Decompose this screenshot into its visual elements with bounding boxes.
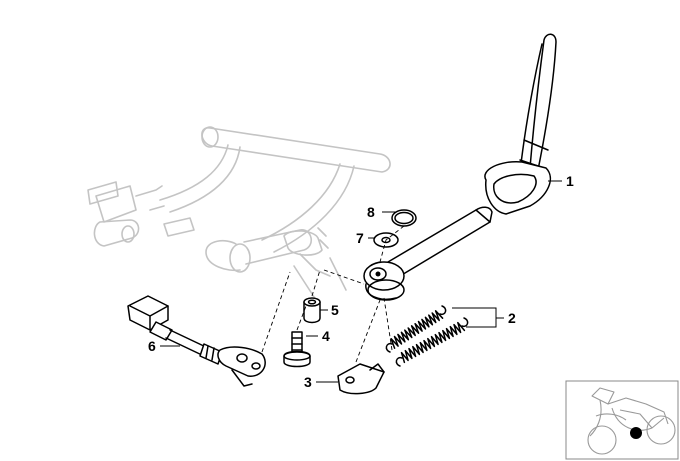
location-marker-icon: [630, 427, 642, 439]
assembly-guides: [261, 225, 405, 363]
callout-labels: 1 2 3 4 5 6 7 8: [148, 173, 574, 390]
pivot-bolt: [283, 331, 311, 368]
thumbnail-frame: [565, 380, 679, 460]
leader-lines: [160, 180, 562, 383]
callout-2: 2: [508, 310, 516, 326]
callout-5: 5: [331, 302, 339, 318]
callout-3: 3: [304, 374, 312, 390]
callout-8: 8: [367, 204, 375, 220]
callout-6: 6: [148, 338, 156, 354]
mounting-plate: [337, 363, 385, 395]
side-stand: [363, 33, 557, 301]
locator-thumbnail[interactable]: [565, 380, 679, 460]
spring-upper: [385, 305, 447, 353]
callout-4: 4: [322, 328, 330, 344]
ghost-frame: [87, 126, 391, 301]
spring-lower: [395, 317, 469, 367]
callout-1: 1: [566, 173, 574, 189]
bushing-sleeve: [303, 297, 321, 324]
tension-springs: [385, 305, 469, 367]
callout-7: 7: [356, 230, 364, 246]
sidestand-switch: [127, 295, 266, 387]
motorcycle-silhouette-icon: [587, 387, 676, 455]
